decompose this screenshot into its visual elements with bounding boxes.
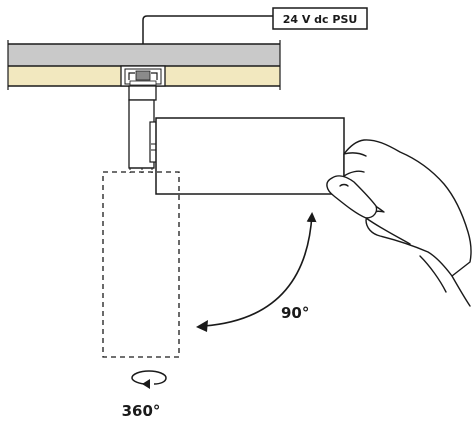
rotation-icon <box>131 370 167 389</box>
spotlight-body <box>155 117 345 195</box>
track-profile <box>120 65 166 87</box>
rotation-angle-label: 360° <box>122 402 161 420</box>
psu-label: 24 V dc PSU <box>283 13 358 26</box>
tilt-angle-label: 90° <box>281 304 309 322</box>
tilt-arrowhead-left <box>196 320 208 332</box>
psu-connection: 24 V dc PSU <box>142 7 368 44</box>
psu-box <box>272 7 368 30</box>
spotlight-vertical-outline <box>102 168 180 358</box>
hand-illustration <box>326 139 472 307</box>
ceiling-upper-layer <box>8 44 280 66</box>
tilt-arc-arrow <box>203 212 317 327</box>
psu-wire <box>142 15 273 44</box>
